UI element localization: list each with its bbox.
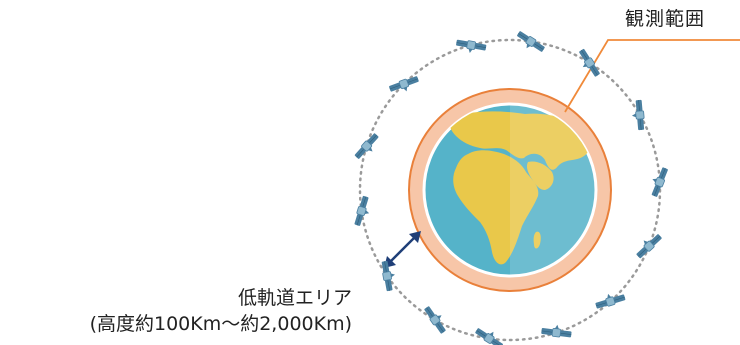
satellite-icon bbox=[422, 302, 451, 335]
satellite-icon bbox=[540, 322, 573, 339]
satellite-icon bbox=[646, 164, 670, 199]
orbit-area-range: (高度約100Km〜約2,000Km) bbox=[89, 313, 352, 335]
observation-range-label: 観測範囲 bbox=[625, 8, 706, 30]
orbit-area-title: 低軌道エリア bbox=[237, 287, 352, 309]
observation-range-leader-line bbox=[564, 39, 740, 113]
satellite-icon bbox=[454, 38, 488, 57]
satellite-icon bbox=[353, 131, 384, 164]
altitude-arrow bbox=[384, 231, 421, 268]
satellite-icon bbox=[473, 323, 507, 345]
orbit-area-label: 低軌道エリア (高度約100Km〜約2,000Km) bbox=[90, 285, 352, 337]
orbit-path bbox=[358, 38, 662, 342]
satellite-icon bbox=[387, 74, 422, 98]
satellite-icon bbox=[632, 229, 664, 260]
satellite-icon bbox=[513, 29, 547, 57]
earth-icon bbox=[422, 102, 598, 278]
